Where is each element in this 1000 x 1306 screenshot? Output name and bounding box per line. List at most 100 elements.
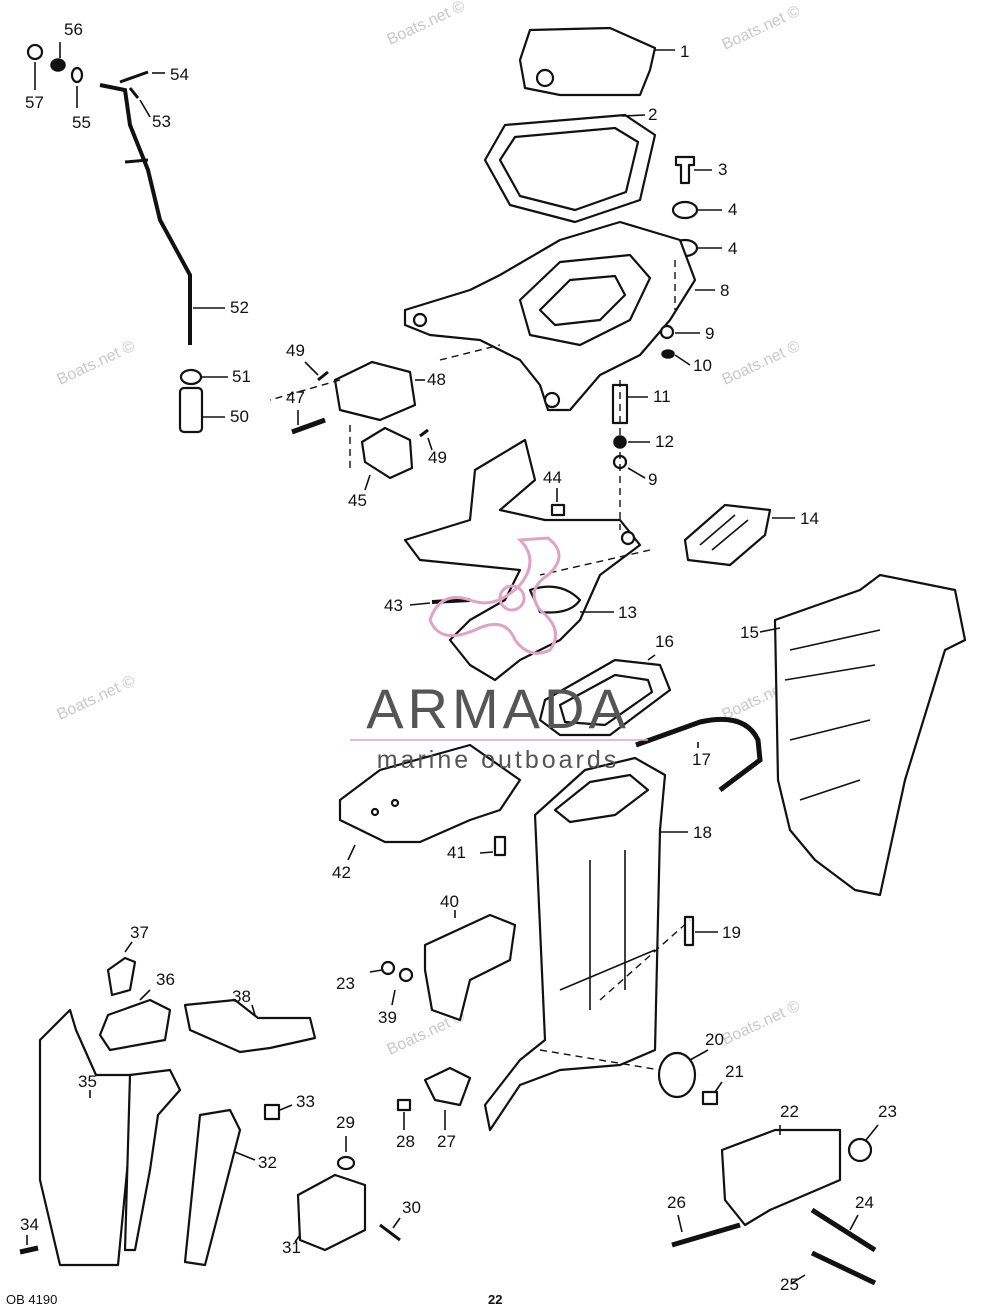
callout-label-30: 30 bbox=[402, 1198, 421, 1217]
callout-label-53: 53 bbox=[152, 112, 171, 131]
leader-line bbox=[621, 114, 646, 117]
watermark: Boats.net © bbox=[385, 0, 468, 49]
part-33-clip bbox=[263, 1103, 281, 1121]
part-45-mount bbox=[360, 426, 414, 480]
page-number: 22 bbox=[488, 1292, 502, 1306]
callout-label-9: 9 bbox=[648, 470, 657, 489]
leader-line bbox=[294, 1234, 301, 1243]
callout-label-49: 49 bbox=[428, 448, 447, 467]
part-17-tube bbox=[635, 716, 763, 792]
callout-label-13: 13 bbox=[618, 603, 637, 622]
callout-label-56: 56 bbox=[64, 20, 83, 39]
callout-label-52: 52 bbox=[230, 298, 249, 317]
callout-label-22: 22 bbox=[780, 1102, 799, 1121]
callout-label-48: 48 bbox=[427, 370, 446, 389]
callout-label-15: 15 bbox=[740, 623, 759, 642]
watermark: Boats.net © bbox=[55, 338, 138, 389]
leader-line bbox=[865, 1124, 879, 1141]
callout-label-32: 32 bbox=[258, 1153, 277, 1172]
part-48-plate bbox=[333, 360, 417, 422]
part-52-shift-rod bbox=[99, 83, 192, 345]
watermark: Boats.net © bbox=[720, 998, 803, 1049]
callout-label-20: 20 bbox=[705, 1030, 724, 1049]
callout-label-25: 25 bbox=[780, 1275, 799, 1294]
callout-label-29: 29 bbox=[336, 1113, 355, 1132]
watermark: Boats.net © bbox=[55, 673, 138, 724]
leader-line bbox=[391, 989, 396, 1006]
part-21-bolt bbox=[701, 1090, 719, 1106]
part-20-mount bbox=[657, 1051, 697, 1099]
part-30-screw bbox=[379, 1223, 401, 1242]
leader-line bbox=[392, 1217, 401, 1229]
part-13-bracket bbox=[403, 438, 642, 682]
callout-label-44: 44 bbox=[543, 468, 562, 487]
callout-label-16: 16 bbox=[655, 632, 674, 651]
callout-label-3: 3 bbox=[718, 160, 727, 179]
callout-label-49: 49 bbox=[286, 341, 305, 360]
callout-label-50: 50 bbox=[230, 407, 249, 426]
leader-line bbox=[279, 1104, 293, 1111]
callout-label-34: 34 bbox=[20, 1215, 39, 1234]
leader-line bbox=[849, 1214, 859, 1231]
part-27-fitting bbox=[423, 1066, 472, 1107]
part-29-washer bbox=[336, 1155, 356, 1171]
callout-label-8: 8 bbox=[720, 281, 729, 300]
callout-label-40: 40 bbox=[440, 892, 459, 911]
callout-label-33: 33 bbox=[296, 1092, 315, 1111]
watermark: Boats.net © bbox=[720, 338, 803, 389]
part-40-bracket bbox=[423, 913, 517, 1022]
part-53-pin bbox=[128, 87, 140, 99]
callout-label-1: 1 bbox=[680, 42, 689, 61]
part-37-bracket bbox=[106, 956, 137, 997]
callout-label-9: 9 bbox=[705, 324, 714, 343]
callout-label-45: 45 bbox=[348, 491, 367, 510]
callout-label-55: 55 bbox=[72, 113, 91, 132]
part-18-driveshaft-housing bbox=[483, 756, 667, 1132]
part-44-bolt bbox=[550, 503, 566, 517]
leader-line bbox=[627, 467, 646, 479]
brand-tagline: marine outboards bbox=[377, 746, 620, 774]
callout-label-41: 41 bbox=[447, 843, 466, 862]
part-14-block bbox=[683, 503, 772, 567]
callout-label-35: 35 bbox=[78, 1072, 97, 1091]
part-42-plate bbox=[338, 743, 522, 844]
part-9-nut bbox=[659, 324, 675, 340]
callout-label-4: 4 bbox=[728, 200, 737, 219]
callout-label-14: 14 bbox=[800, 509, 819, 528]
callout-label-38: 38 bbox=[232, 987, 251, 1006]
leader-line bbox=[369, 969, 383, 973]
part-10-washer bbox=[661, 349, 675, 359]
part-57-ring bbox=[26, 43, 44, 61]
part-36-pad bbox=[98, 998, 172, 1052]
propeller-logo bbox=[428, 536, 561, 655]
leader-line bbox=[479, 851, 494, 854]
part-49-screw bbox=[419, 428, 429, 438]
callout-label-47: 47 bbox=[286, 388, 305, 407]
callout-label-17: 17 bbox=[692, 750, 711, 769]
part-1-hole bbox=[535, 68, 555, 88]
part-55-clip bbox=[70, 66, 84, 84]
callout-label-10: 10 bbox=[693, 356, 712, 375]
callout-label-43: 43 bbox=[384, 596, 403, 615]
part-15-cover bbox=[773, 573, 967, 897]
part-34-screw bbox=[19, 1245, 39, 1255]
watermark: Boats.net © bbox=[720, 3, 803, 54]
figure-code: OB 4190 bbox=[6, 1292, 57, 1306]
leader-line bbox=[409, 602, 431, 606]
leader-line bbox=[674, 354, 691, 366]
callout-label-31: 31 bbox=[282, 1238, 301, 1257]
part-49-screw bbox=[317, 370, 329, 382]
callout-label-36: 36 bbox=[156, 970, 175, 989]
callout-label-37: 37 bbox=[130, 923, 149, 942]
part-41-bolt bbox=[493, 835, 507, 857]
part-19-bolt bbox=[683, 915, 695, 947]
callout-label-39: 39 bbox=[378, 1008, 397, 1027]
leader-line bbox=[347, 844, 356, 861]
leader-line bbox=[139, 989, 151, 1001]
callout-label-24: 24 bbox=[855, 1193, 874, 1212]
part-24-bolt bbox=[810, 1207, 877, 1253]
leader-line bbox=[124, 941, 133, 953]
brand-logo: ARMADA marine outboards bbox=[350, 536, 648, 774]
callout-label-23: 23 bbox=[336, 974, 355, 993]
